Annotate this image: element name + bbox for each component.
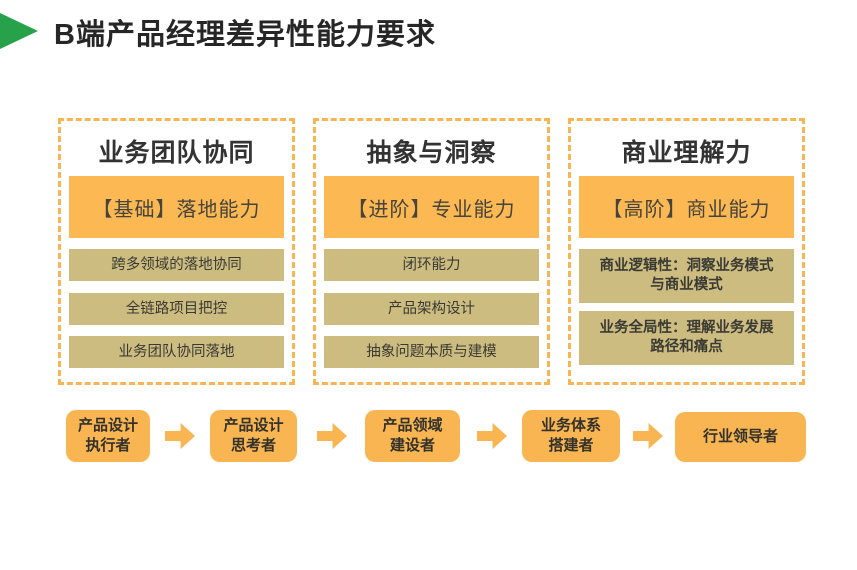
flow-arrow-icon bbox=[317, 423, 347, 449]
stage-box-thinker: 产品设计 思考者 bbox=[210, 410, 297, 462]
capability-item: 全链路项目把控 bbox=[69, 293, 284, 325]
title-arrow-icon bbox=[0, 13, 38, 49]
stage-box-executor: 产品设计 执行者 bbox=[66, 410, 150, 462]
capability-item: 闭环能力 bbox=[324, 249, 539, 281]
capability-column-execution: 业务团队协同 【基础】落地能力 跨多领域的落地协同 全链路项目把控 业务团队协同… bbox=[58, 118, 295, 385]
capability-item: 跨多领域的落地协同 bbox=[69, 249, 284, 281]
level-badge-senior: 【高阶】商业能力 bbox=[579, 176, 794, 238]
capability-item: 商业逻辑性：洞察业务模式 与商业模式 bbox=[579, 249, 794, 303]
level-badge-basic: 【基础】落地能力 bbox=[69, 176, 284, 238]
capability-item: 业务全局性：理解业务发展 路径和痛点 bbox=[579, 311, 794, 365]
stage-box-industry-leader: 行业领导者 bbox=[675, 412, 806, 462]
capability-item: 产品架构设计 bbox=[324, 293, 539, 325]
column-header: 业务团队协同 bbox=[98, 139, 255, 167]
stage-box-domain-builder: 产品领域 建设者 bbox=[365, 410, 460, 462]
stage-box-system-builder: 业务体系 搭建者 bbox=[522, 410, 620, 462]
slide-title: B端产品经理差异性能力要求 bbox=[54, 19, 436, 51]
column-header: 商业理解力 bbox=[621, 139, 752, 167]
flow-arrow-icon bbox=[165, 423, 195, 449]
flow-arrow-icon bbox=[633, 423, 663, 449]
capability-item: 抽象问题本质与建模 bbox=[324, 336, 539, 368]
level-badge-advanced: 【进阶】专业能力 bbox=[324, 176, 539, 238]
capability-item: 业务团队协同落地 bbox=[69, 336, 284, 368]
capability-column-business: 商业理解力 【高阶】商业能力 商业逻辑性：洞察业务模式 与商业模式 业务全局性：… bbox=[568, 118, 805, 385]
column-header: 抽象与洞察 bbox=[366, 139, 497, 167]
capability-column-abstraction: 抽象与洞察 【进阶】专业能力 闭环能力 产品架构设计 抽象问题本质与建模 bbox=[313, 118, 550, 385]
flow-arrow-icon bbox=[477, 423, 507, 449]
